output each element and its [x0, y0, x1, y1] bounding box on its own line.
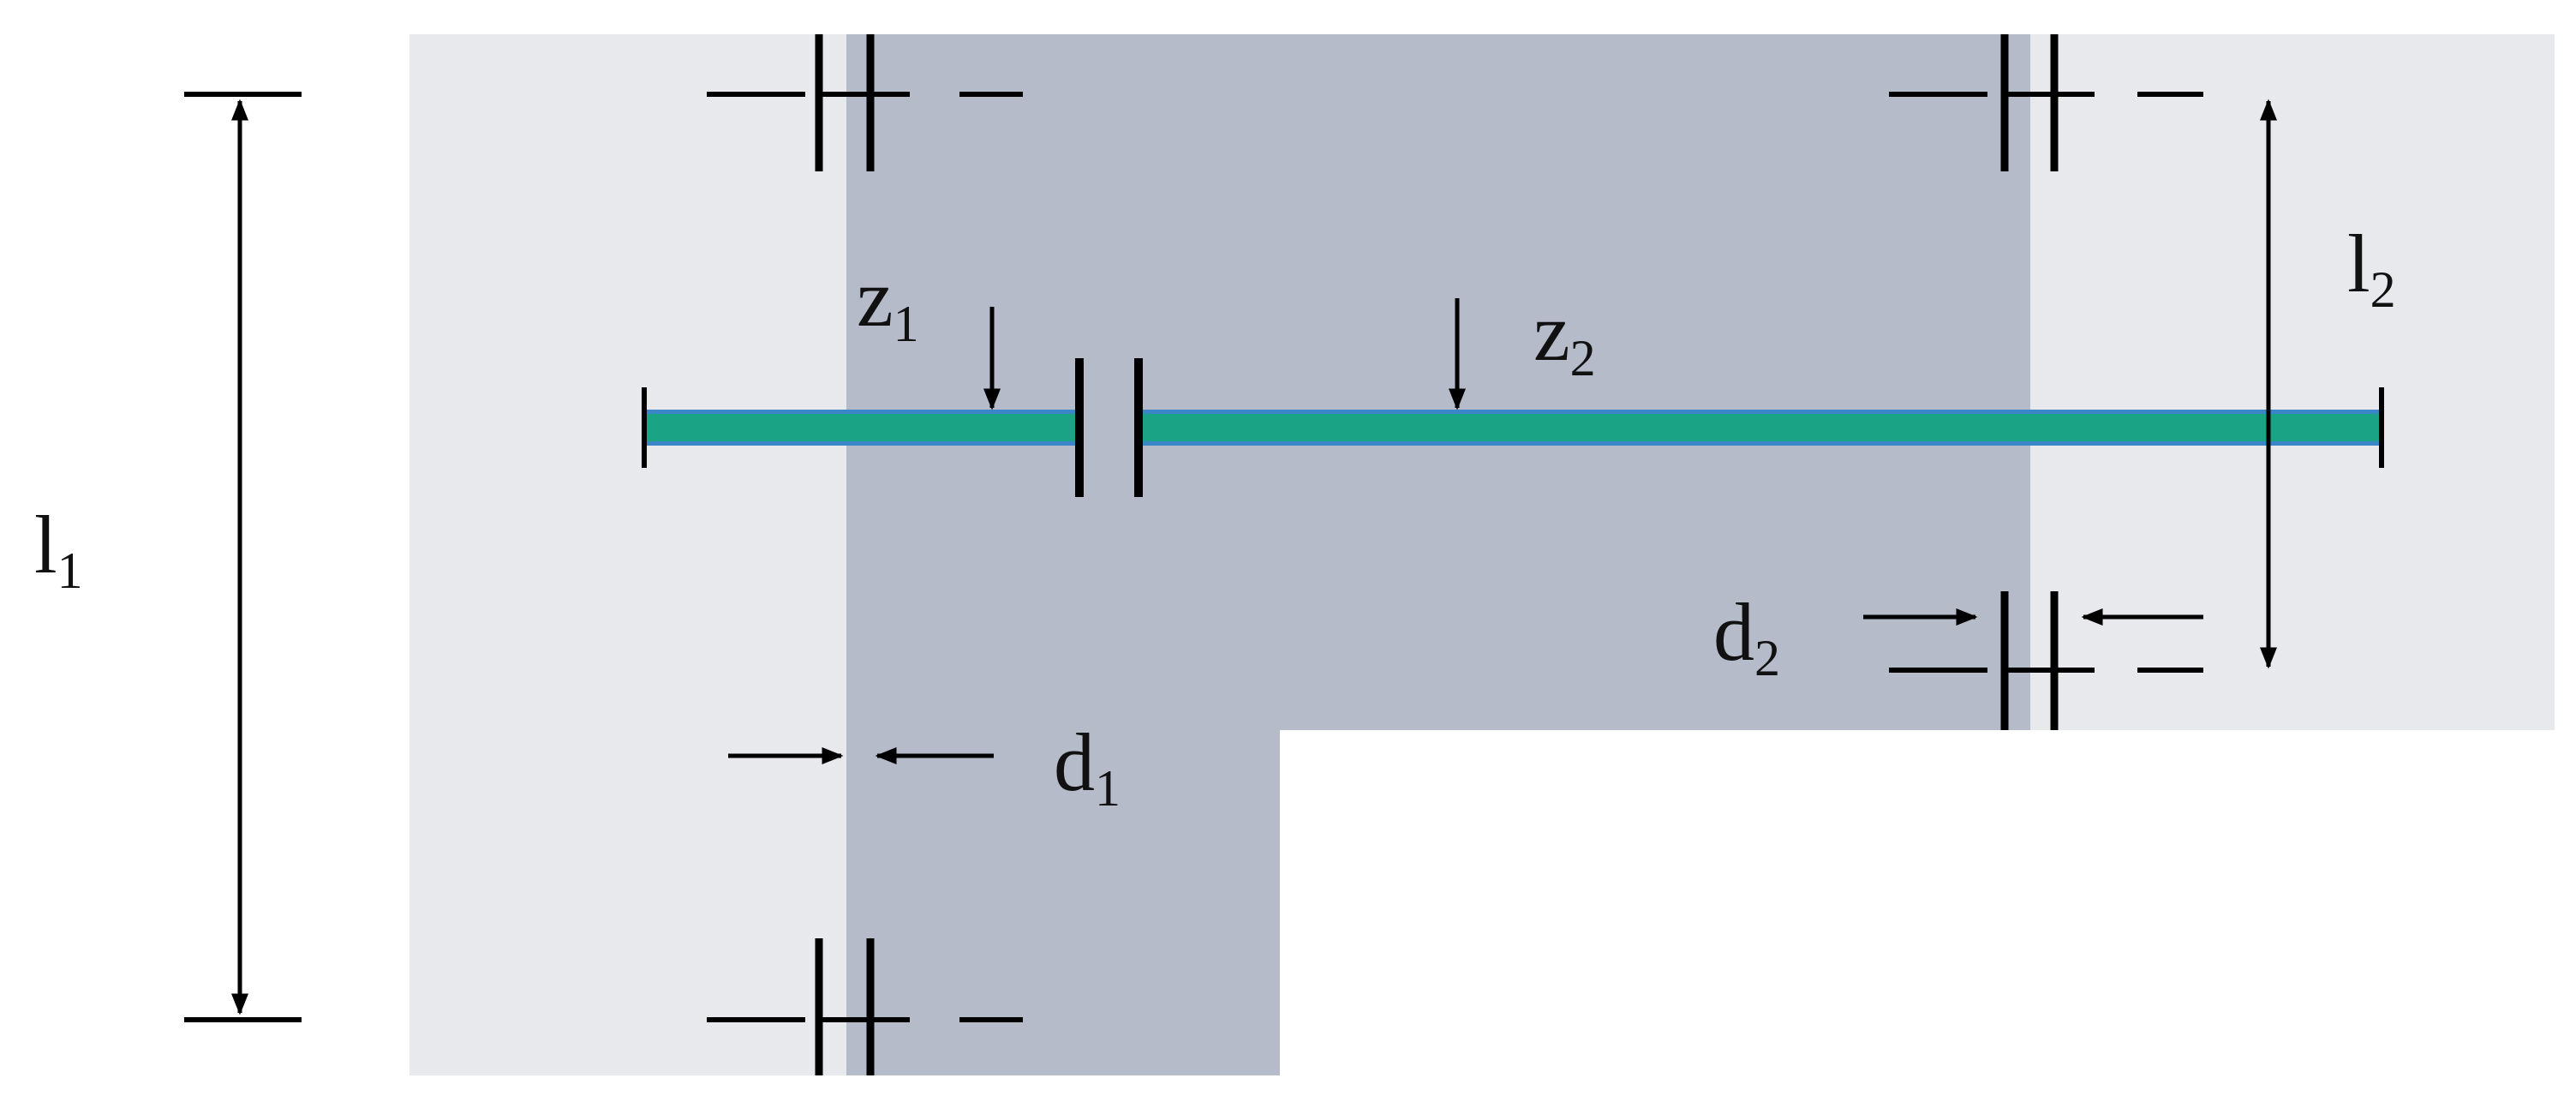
light-region-right: [2030, 34, 2555, 730]
boundary-marker-top-left: [707, 34, 1023, 171]
label-l2: l2: [2347, 218, 2396, 318]
label-d2: d2: [1713, 586, 1780, 686]
dark-region: [846, 34, 2030, 1075]
l1-dimension: [184, 92, 302, 1022]
boundary-marker-top-right: [1889, 34, 2203, 171]
label-z1: z1: [857, 252, 919, 352]
label-z2: z2: [1533, 286, 1596, 386]
background-regions: [409, 34, 2555, 1075]
light-region-left: [409, 34, 846, 1075]
label-d1: d1: [1054, 716, 1121, 817]
boundary-marker-bottom-right: [1889, 591, 2203, 730]
strip-line: [642, 358, 2384, 497]
strip-segment-left-core: [644, 414, 1077, 441]
boundary-marker-bottom-left: [707, 938, 1023, 1075]
label-l1: l1: [34, 499, 83, 599]
strip-segment-right-core: [1140, 414, 2382, 441]
